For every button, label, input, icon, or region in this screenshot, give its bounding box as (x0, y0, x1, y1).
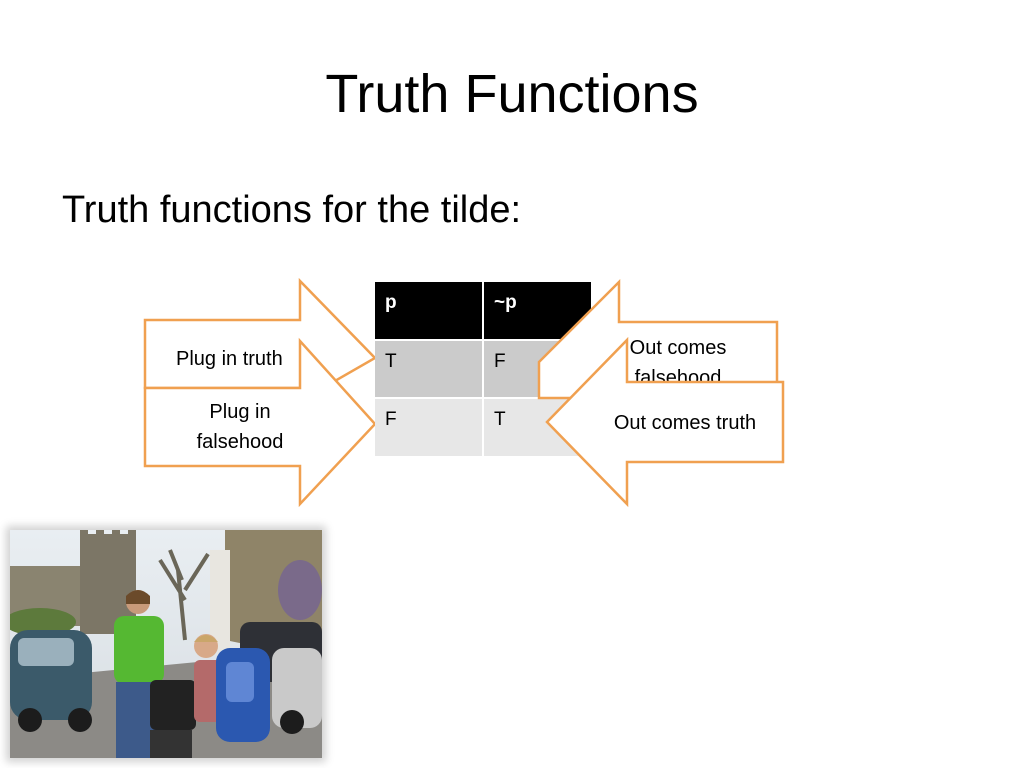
out-comes-falsehood-label-2: falsehood (634, 367, 722, 383)
cell-p: F (375, 397, 483, 456)
street-photo-illustration (10, 530, 322, 758)
cell-p: T (375, 339, 483, 398)
plug-in-falsehood-label-2: falsehood (196, 431, 284, 453)
header-p: p (375, 282, 483, 340)
plug-in-falsehood-arrow (143, 337, 377, 508)
plug-in-falsehood-label-1: Plug in (209, 401, 271, 423)
out-comes-falsehood-label-1: Out comes (629, 337, 727, 359)
slide-title: Truth Functions (325, 64, 699, 124)
bullet-text: Truth functions for the tilde: (62, 189, 522, 231)
out-comes-truth-arrow (545, 336, 785, 508)
out-comes-truth-label: Out comes truth (613, 412, 757, 434)
photo-image (10, 530, 322, 758)
plug-in-truth-label: Plug in truth (176, 348, 283, 370)
